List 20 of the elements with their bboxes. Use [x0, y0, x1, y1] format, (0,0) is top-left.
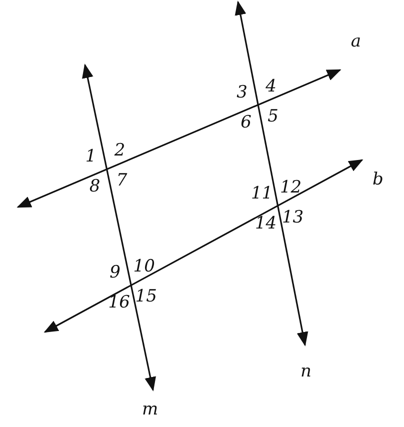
angle-number: 10 [133, 258, 155, 276]
angle-number: 14 [254, 215, 277, 232]
angle-number: 9 [110, 264, 120, 282]
angle-number: 15 [135, 288, 157, 306]
angle-number: 8 [89, 178, 100, 196]
line-name: b [372, 172, 384, 188]
angle-number: 2 [114, 142, 126, 160]
angle-number: 4 [266, 78, 276, 96]
angle-number: 5 [268, 108, 278, 126]
angle-number: 13 [282, 209, 304, 226]
angle-number: 16 [108, 294, 130, 312]
line-name: m [142, 402, 158, 418]
line-name: a [350, 34, 362, 50]
angle-number: 12 [280, 179, 302, 196]
angle-number: 7 [116, 172, 128, 190]
angle-number: 11 [250, 185, 273, 202]
angle-number: 1 [85, 148, 96, 166]
line-name: n [300, 364, 312, 380]
angle-number: 3 [236, 84, 248, 102]
angle-number: 6 [240, 114, 252, 132]
